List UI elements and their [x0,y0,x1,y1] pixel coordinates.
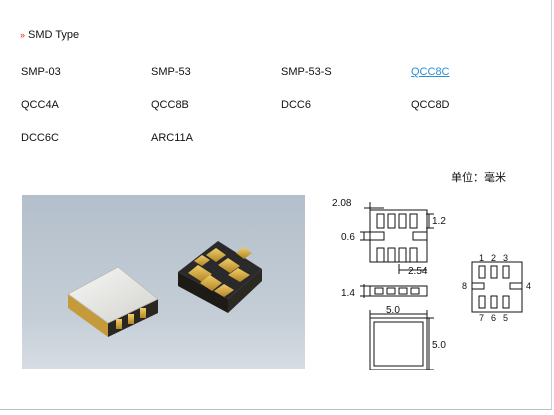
pin-number-5: 5 [503,313,508,323]
product-link-smp-53[interactable]: SMP-53 [151,66,191,78]
product-link-dcc6[interactable]: DCC6 [281,99,311,111]
product-row: SMP-03 SMP-53 SMP-53-S QCC8C [21,66,541,99]
pin-number-8: 8 [462,281,467,291]
dim-pin-span: 2.54 [408,266,428,277]
dimension-drawing: 2.08 1.2 0.6 2.54 1.4 5.0 5.0 1 2 3 7 6 … [332,198,531,370]
section-header: » SMD Type [20,29,79,41]
pin-number-6: 6 [491,313,496,323]
unit-label: 单位：毫米 [451,172,506,184]
product-link-dcc6c[interactable]: DCC6C [21,132,59,144]
product-photo [22,195,305,369]
pin-number-1: 1 [479,253,484,263]
product-link-smp-53-s[interactable]: SMP-53-S [281,66,332,78]
side-view-outline [369,285,428,297]
product-link-qcc8b[interactable]: QCC8B [151,99,189,111]
product-row: DCC6C ARC11A [21,132,541,165]
component-pads-up [178,241,262,313]
product-link-qcc8c[interactable]: QCC8C [411,66,450,78]
product-link-qcc8d[interactable]: QCC8D [411,99,450,111]
product-row: QCC4A QCC8B DCC6 QCC8D [21,99,541,132]
section-title: SMD Type [28,29,80,41]
pin-number-3: 3 [503,253,508,263]
dim-top-pitch: 2.08 [332,198,352,209]
double-chevron-down-icon: » [20,29,26,40]
pin-number-7: 7 [479,313,484,323]
dim-body-length: 5.0 [432,340,446,351]
component-lid-up [67,266,159,337]
product-link-qcc4a[interactable]: QCC4A [21,99,59,111]
dim-pad-length: 1.2 [432,216,446,227]
product-link-arc11a[interactable]: ARC11A [151,132,193,144]
product-link-smp-03[interactable]: SMP-03 [21,66,61,78]
dim-height: 1.4 [341,288,355,299]
dim-pad-width: 0.6 [341,232,355,243]
dim-body-width: 5.0 [386,305,400,316]
bottom-view-outline [369,317,428,370]
product-grid: SMP-03 SMP-53 SMP-53-S QCC8C QCC4A QCC8B… [21,66,541,165]
pin-number-2: 2 [491,253,496,263]
pin-number-4: 4 [526,281,531,291]
